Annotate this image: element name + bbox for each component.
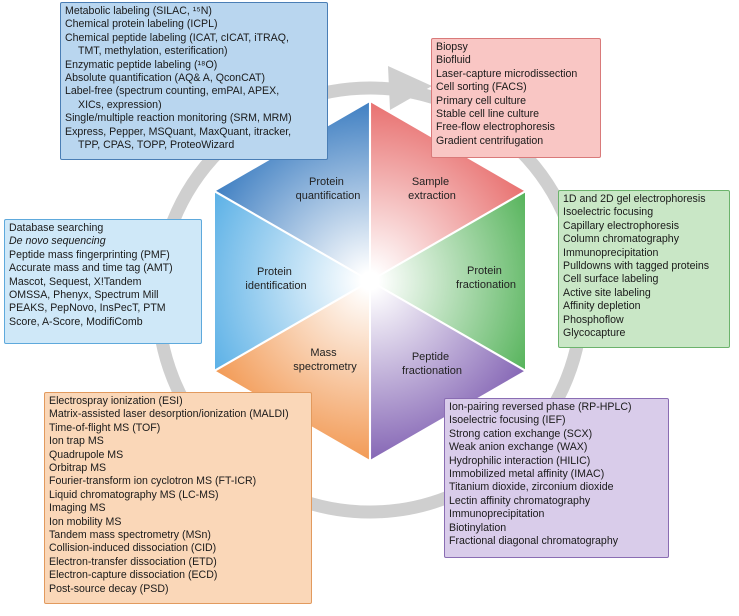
box-item: Peptide mass fingerprinting (PMF) [9, 248, 170, 261]
box-item: Electron-transfer dissociation (ETD) [49, 555, 217, 568]
box-item: Immunoprecipitation [449, 508, 545, 521]
box-item: Isoelectric focusing [563, 206, 654, 219]
label-peptide-fractionation: Peptide fractionation [402, 351, 462, 377]
box-item: OMSSA, Phenyx, Spectrum Mill [9, 289, 159, 302]
box-item: Gradient centrifugation [436, 134, 544, 147]
box-item: Database searching [9, 222, 104, 234]
label-sample-extraction: Sample extraction [408, 176, 456, 202]
box-item: Chemical peptide labeling (ICAT, cICAT, … [65, 31, 289, 44]
box-item: Time-of-flight MS (TOF) [49, 421, 161, 434]
box-item: Electron-capture dissociation (ECD) [49, 569, 218, 582]
segment-protein-identification [213, 189, 373, 373]
label-protein-identification: Protein identification [245, 266, 306, 292]
label-mass-spectrometry: Mass spectrometry [293, 347, 357, 373]
box-item: Capillary electrophoresis [563, 219, 679, 232]
box-item: Post-source decay (PSD) [49, 582, 169, 595]
box-item: Hydrophilic interaction (HILIC) [449, 454, 591, 467]
box-item: Isoelectric focusing (IEF) [449, 414, 566, 427]
box-item: Biofluid [436, 54, 471, 67]
box-item: Ion mobility MS [49, 515, 122, 528]
box-item: TPP, CPAS, TOPP, ProteoWizard [78, 139, 235, 152]
box-item: Ion trap MS [49, 435, 104, 448]
mass-spectrometry-box: Electrospray ionization (ESI) Matrix-ass… [44, 392, 312, 604]
box-item: Biotinylation [449, 521, 507, 534]
box-item: Chemical protein labeling (ICPL) [65, 18, 218, 31]
box-item: Strong cation exchange (SCX) [449, 427, 593, 440]
box-item: Collision-induced dissociation (CID) [49, 542, 217, 555]
box-item: Single/multiple reaction monitoring (SRM… [65, 112, 292, 125]
box-item: Pulldowns with tagged proteins [563, 260, 710, 273]
box-item: Phosphoflow [563, 313, 624, 326]
box-item: TMT, methylation, esterification) [78, 45, 228, 58]
label-protein-fractionation: Protein fractionation [456, 265, 516, 291]
box-item: Free-flow electrophoresis [436, 121, 555, 134]
box-item: Immunoprecipitation [563, 246, 659, 259]
box-item: Fractional diagonal chromatography [449, 535, 619, 548]
box-item: Label-free (spectrum counting, emPAI, AP… [65, 85, 280, 98]
box-item: Titanium dioxide, zirconium dioxide [449, 481, 614, 494]
box-item: Affinity depletion [563, 300, 641, 313]
box-item: XICs, expression) [78, 98, 162, 111]
sample-extraction-box: Biopsy Biofluid Laser-capture microdisse… [431, 38, 601, 158]
box-item: 1D and 2D gel electrophoresis [563, 193, 706, 205]
protein-fractionation-box: 1D and 2D gel electrophoresis Isoelectri… [558, 190, 730, 348]
box-item: Ion-pairing reversed phase (RP-HPLC) [449, 401, 632, 413]
label-protein-quantification: Protein quantification [296, 176, 361, 202]
box-item: Express, Pepper, MSQuant, MaxQuant, itra… [65, 125, 292, 138]
box-item: Fourier-transform ion cyclotron MS (FT-I… [49, 475, 257, 488]
box-item: PEAKS, PepNovo, InsPecT, PTM [9, 302, 166, 315]
box-item: Enzymatic peptide labeling (¹⁸O) [65, 58, 218, 71]
box-item: Accurate mass and time tag (AMT) [9, 262, 173, 275]
box-item: Metabolic labeling (SILAC, ¹⁵N) [65, 5, 212, 17]
box-item: Quadrupole MS [49, 448, 124, 461]
quantification-methods-box: Metabolic labeling (SILAC, ¹⁵N) Chemical… [60, 2, 328, 160]
box-item: Stable cell line culture [436, 108, 540, 121]
box-item: Active site labeling [563, 286, 651, 299]
box-item: Primary cell culture [436, 94, 527, 107]
box-item: Glycocapture [563, 327, 626, 340]
box-item: Liquid chromatography MS (LC-MS) [49, 488, 219, 501]
box-item: Column chromatography [563, 233, 679, 246]
box-item: Matrix-assisted laser desorption/ionizat… [49, 408, 289, 421]
box-item: Score, A-Score, ModifiComb [9, 315, 143, 328]
box-item: De novo sequencing [9, 235, 106, 248]
box-item: Biopsy [436, 41, 468, 53]
box-item: Imaging MS [49, 502, 106, 515]
box-item: Laser-capture microdissection [436, 67, 578, 80]
box-item: Mascot, Sequest, X!Tandem [9, 275, 142, 288]
identification-methods-box: Database searching De novo sequencing Pe… [4, 219, 202, 344]
box-item: Absolute quantification (AQ& A, QconCAT) [65, 72, 266, 85]
box-item: Lectin affinity chromatography [449, 494, 591, 507]
box-item: Immobilized metal affinity (IMAC) [449, 468, 605, 481]
box-item: Cell sorting (FACS) [436, 81, 527, 94]
box-item: Orbitrap MS [49, 462, 107, 475]
box-item: Tandem mass spectrometry (MSn) [49, 529, 211, 542]
peptide-fractionation-box: Ion-pairing reversed phase (RP-HPLC) Iso… [444, 398, 669, 558]
box-item: Electrospray ionization (ESI) [49, 395, 183, 407]
box-item: Cell surface labeling [563, 273, 659, 286]
box-item: Weak anion exchange (WAX) [449, 441, 588, 454]
cycle-arrowhead [388, 66, 432, 110]
